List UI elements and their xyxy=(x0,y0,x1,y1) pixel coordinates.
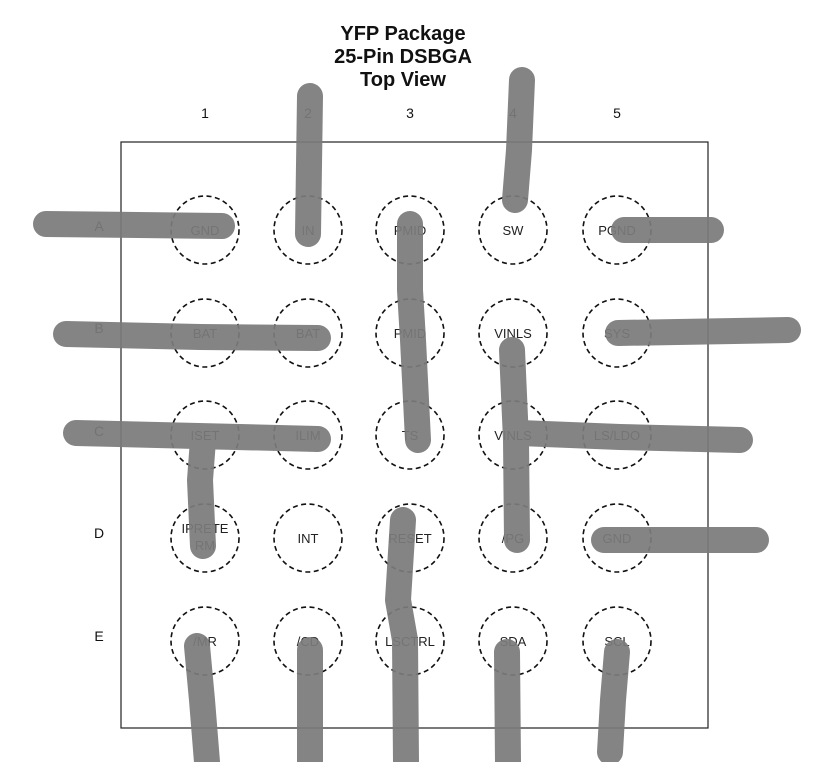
pin-d2: INT xyxy=(273,503,343,573)
annotation-stroke-mr xyxy=(184,633,220,762)
annotation-stroke-lsldo xyxy=(507,420,753,453)
row-label-e: E xyxy=(94,628,103,644)
annotation-stroke-sda xyxy=(494,639,521,762)
column-labels: 1 2 3 4 5 xyxy=(201,105,621,121)
annotation-stroke-ipreterm xyxy=(187,427,216,559)
pin-d2-ball xyxy=(273,503,343,573)
pin-a4-ball xyxy=(478,195,548,265)
column-label-3: 3 xyxy=(406,105,414,121)
pin-c3-ball xyxy=(375,400,445,470)
column-label-5: 5 xyxy=(613,105,621,121)
annotation-stroke-pmid xyxy=(397,211,431,453)
annotation-stroke-reset xyxy=(385,507,419,762)
pin-d4-ball xyxy=(478,503,548,573)
title-line-3: Top View xyxy=(360,69,446,91)
pin-b4-label: VINLS xyxy=(494,326,532,341)
title-line-1: YFP Package xyxy=(340,23,465,45)
annotation-stroke-a1 xyxy=(33,211,235,239)
pin-d2-label: INT xyxy=(298,531,319,546)
annotation-stroke-scl xyxy=(597,639,630,762)
row-label-d: D xyxy=(94,525,104,541)
annotation-stroke-sw xyxy=(502,67,535,213)
annotation-stroke-bat xyxy=(53,321,331,351)
pin-d1-ball xyxy=(170,503,240,573)
annotation-stroke-sys xyxy=(605,317,801,346)
column-label-1: 1 xyxy=(201,105,209,121)
pin-a4-label: SW xyxy=(503,223,525,238)
pin-a2-ball xyxy=(273,195,343,265)
title-line-2: 25-Pin DSBGA xyxy=(334,46,472,68)
annotation-stroke-a2 xyxy=(295,83,323,247)
annotation-strokes xyxy=(33,67,801,762)
pin-a4: SW xyxy=(478,195,548,265)
